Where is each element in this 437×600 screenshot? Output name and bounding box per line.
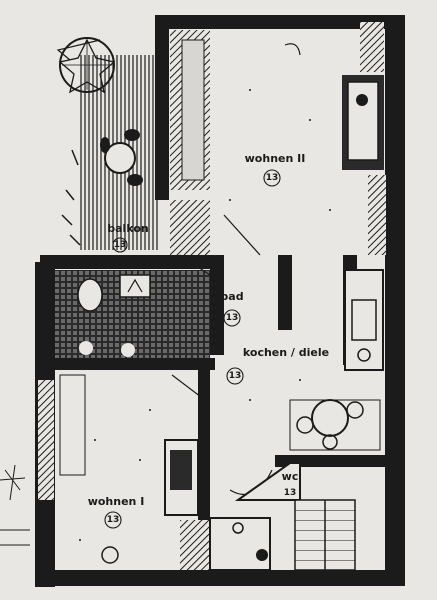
exterior-plant-left [0,464,30,546]
wohnen1-furniture [59,374,199,564]
label-bad: bad 13 [220,290,244,327]
bathroom-tile-floor [55,270,210,358]
label-balkon: balkon 13 [107,222,149,253]
room-num-wc: 13 [284,488,297,498]
room-name-balkon: balkon [107,222,148,235]
speckles [79,89,331,541]
dining-table [289,399,381,451]
hatched-walls [38,22,386,570]
room-num-wohnen2: 13 [266,173,279,183]
room-num-balkon: 13 [114,240,127,250]
room-name-wohnen2: wohnen II [245,152,306,165]
room-num-kochen: 13 [229,371,242,381]
wc-room [234,462,301,501]
kitchen-counter [344,269,384,371]
room-name-wohnen1: wohnen I [88,495,145,508]
plant-sketch [61,149,81,246]
balcony-furniture [100,129,143,186]
label-wohnen2: wohnen II 13 [245,152,306,187]
wohnen2-shelf [170,30,301,190]
wohnen2-cabinet [342,75,384,170]
tree-symbol [58,37,116,94]
label-wohnen1: wohnen I 13 [88,495,145,529]
room-name-wc: wc [282,470,299,483]
room-name-kochen: kochen / diele [243,346,329,359]
bottom-washroom [209,517,271,571]
room-num-wohnen1: 13 [107,515,120,525]
room-num-bad: 13 [226,313,239,323]
label-kochen: kochen / diele 13 [226,346,329,385]
staircase [294,499,356,571]
walls [35,15,405,587]
label-wc: wc 13 [282,470,299,498]
room-name-bad: bad [220,290,243,303]
